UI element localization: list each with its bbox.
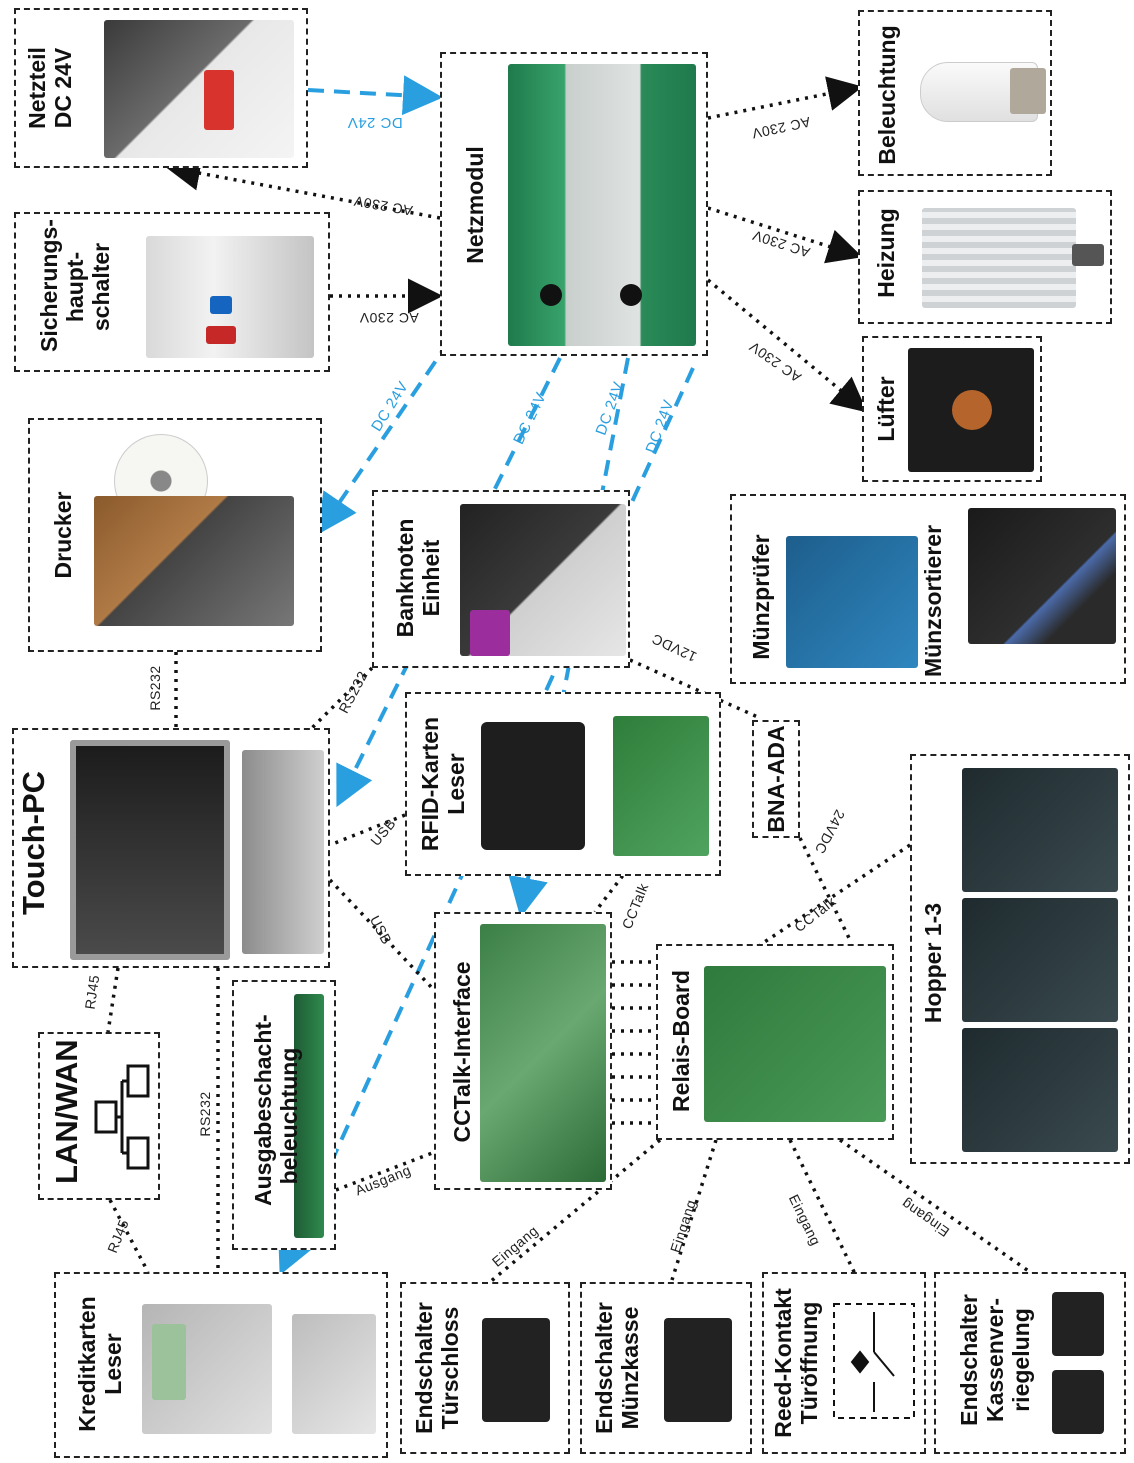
luefter-label: Lüfter xyxy=(873,376,899,442)
kasse-switch-photo-2 xyxy=(1052,1370,1104,1434)
cctalk-interface-label: CCTalk-Interface xyxy=(449,961,475,1143)
conn-label-dc24v: DC 24V xyxy=(347,114,403,131)
sicherung-label: Sicherungs- haupt- schalter xyxy=(36,219,114,352)
kreditkarten-label: Kreditkarten Leser xyxy=(74,1296,126,1432)
heizung-label: Heizung xyxy=(873,208,899,298)
banknoten-box xyxy=(372,490,630,668)
wire-cctalk-rfid-cctalk xyxy=(593,838,652,914)
network-icon xyxy=(94,1064,150,1170)
sicherung-red-toggle xyxy=(206,326,236,344)
endschalter-kasse-label: Endschalter Kassenver- riegelung xyxy=(956,1294,1034,1426)
endschalter-muenz-label: Endschalter Münzkasse xyxy=(591,1302,643,1434)
netzteil-box xyxy=(14,8,308,168)
heizung-box xyxy=(858,190,1112,324)
ausgabe-ledstrip-photo xyxy=(294,994,324,1238)
beleuchtung-box xyxy=(858,10,1052,176)
netzmodul-label: Netzmodul xyxy=(462,146,488,264)
drucker-mechanism xyxy=(94,496,294,626)
netzmodul-box xyxy=(440,52,708,356)
banknoten-bezel xyxy=(470,610,510,656)
bnaada-label: BNA-ADA xyxy=(763,725,789,833)
sicherung-blue-toggle xyxy=(210,296,232,314)
netzmodul-connector xyxy=(620,284,642,306)
endschalter-kasse-box xyxy=(934,1272,1126,1454)
netzmodul-connector xyxy=(540,284,562,306)
wire-ac-netzmodul-beleuchtung xyxy=(707,76,863,120)
wire-cctalk-hopper-relais xyxy=(759,843,911,947)
netzteil-photo xyxy=(104,20,294,158)
muenzpruefer-photo xyxy=(786,536,918,668)
relais-label: Relais-Board xyxy=(668,970,694,1112)
touchpc-back-photo xyxy=(242,750,324,954)
ausgabe-box xyxy=(232,980,336,1250)
touchpc-box xyxy=(12,728,330,968)
wire-dc-netzmodul-drucker xyxy=(317,338,452,535)
conn-label-rs232: RS232 xyxy=(197,1091,213,1137)
rfid-label: RFID-Karten Leser xyxy=(417,716,469,852)
touchpc-screen-photo xyxy=(70,740,230,960)
rfid-box xyxy=(405,692,721,876)
wire-eingang-relais-muenzkasse xyxy=(670,1139,718,1281)
drucker-label: Drucker xyxy=(50,491,76,579)
sicherung-box xyxy=(14,212,330,372)
luefter-hub xyxy=(952,390,992,430)
reed-box xyxy=(762,1272,926,1454)
wire-eingang-relais-kasse xyxy=(839,1138,1031,1274)
beleuchtung-socket xyxy=(1010,68,1046,114)
cctalk-interface-box xyxy=(434,912,612,1190)
wire-24vdc-bnaada-relais xyxy=(798,837,852,941)
conn-label-rs232: RS232 xyxy=(147,665,163,711)
endschalter-tuer-box xyxy=(400,1282,570,1454)
kreditkarten-slot-photo xyxy=(292,1314,376,1434)
tuer-switch-photo xyxy=(482,1318,550,1422)
muenzsortierer-photo xyxy=(968,508,1116,644)
lanwan-label: LAN/WAN xyxy=(49,1039,84,1184)
ausgabe-label: Ausgabeschacht- beleuchtung xyxy=(250,1014,302,1206)
kreditkarten-display xyxy=(152,1324,186,1400)
reed-contact-symbol xyxy=(833,1303,915,1419)
banknoten-label: Banknoten Einheit xyxy=(392,518,444,638)
rfid-board-photo xyxy=(613,716,709,856)
kreditkarten-box xyxy=(54,1272,388,1458)
wire-rj45-touchpc-lan xyxy=(106,967,120,1033)
netzmodul-photo xyxy=(508,64,696,346)
endschalter-muenz-box xyxy=(580,1282,752,1454)
endschalter-tuer-label: Endschalter Türschloss xyxy=(411,1302,463,1434)
muenz-box xyxy=(730,494,1126,684)
kasse-switch-photo-1 xyxy=(1052,1292,1104,1356)
wire-ac-netzmodul-netzteil xyxy=(165,155,441,220)
hopper-3-photo xyxy=(962,1028,1118,1152)
drucker-box xyxy=(28,418,322,652)
wire-12vdc-banknoten-bnaada xyxy=(629,658,761,720)
netzteil-label: Netzteil DC 24V xyxy=(24,47,76,129)
wire-eingang-relais-tuerschloss xyxy=(488,1138,662,1284)
heizung-cable xyxy=(1072,244,1104,266)
muenzpruefer-label: Münzprüfer xyxy=(748,534,774,660)
hopper-2-photo xyxy=(962,898,1118,1022)
wire-ac-netzmodul-luefter xyxy=(706,278,868,413)
rfid-reader-photo xyxy=(481,722,585,850)
reed-label: Reed-Kontakt Türöffnung xyxy=(770,1288,822,1438)
touchpc-label: Touch-PC xyxy=(16,770,51,915)
netzteil-brand-label xyxy=(204,70,234,130)
hopper-box xyxy=(910,754,1130,1164)
lanwan-box xyxy=(38,1032,160,1200)
conn-label-ac230v: AC 230V xyxy=(359,310,419,326)
wire-dc-netzteil-netzmodul xyxy=(307,75,443,116)
muenz-switch-photo xyxy=(664,1318,732,1422)
wire-usb-touchpc-cctalk xyxy=(328,878,436,992)
bnaada-box xyxy=(752,720,800,838)
wire-ausgang-ausgabe-cctalk xyxy=(335,1148,441,1192)
relais-board-photo xyxy=(704,966,886,1122)
hopper-1-photo xyxy=(962,768,1118,892)
luefter-box xyxy=(862,336,1042,482)
muenzsortierer-label: Münzsortierer xyxy=(920,524,946,678)
cctalk-board-photo xyxy=(480,924,606,1182)
heizung-photo xyxy=(922,208,1076,308)
beleuchtung-label: Beleuchtung xyxy=(874,25,900,165)
hopper-label: Hopper 1-3 xyxy=(920,902,946,1024)
relais-box xyxy=(656,944,894,1140)
